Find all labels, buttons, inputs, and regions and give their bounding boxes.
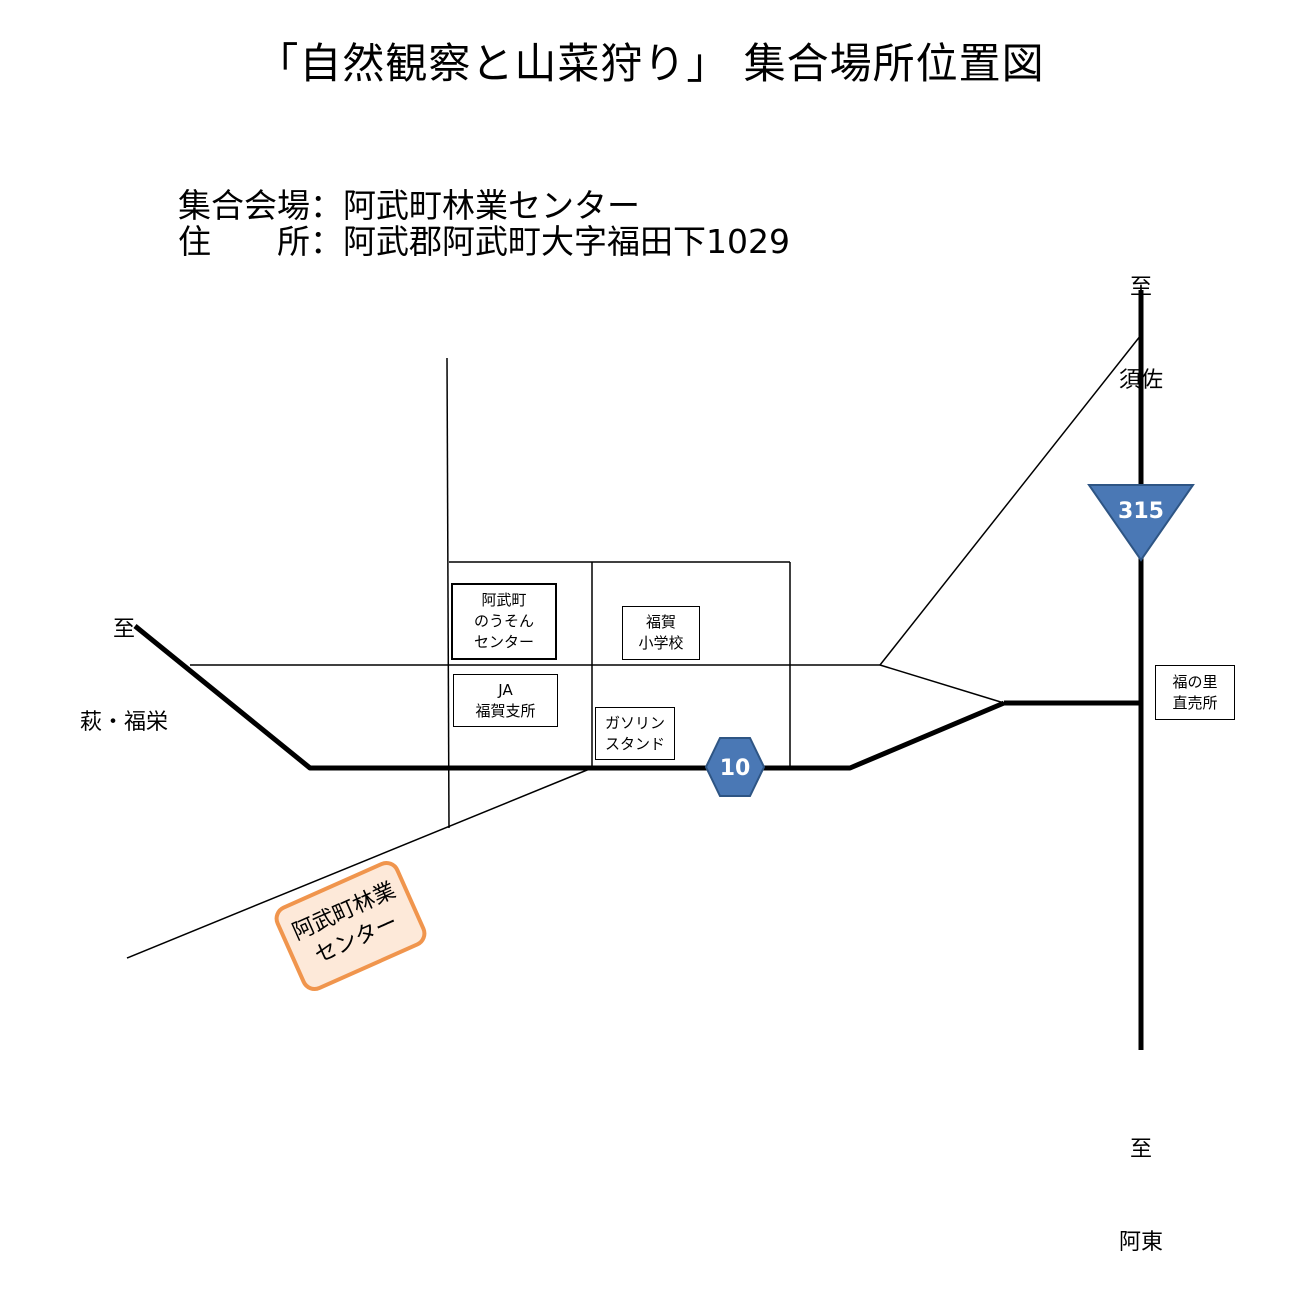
route-315-number: 315 xyxy=(1118,499,1164,524)
landmark-fukuga-school-line1: 福賀 xyxy=(645,613,676,631)
direction-south: 至 阿東 xyxy=(1105,1072,1177,1289)
direction-west-to: 至 xyxy=(112,617,135,642)
landmark-nouson-center-line3: センター xyxy=(473,633,534,651)
road-map: 315 10 xyxy=(126,290,1195,1050)
minor-road-to-junction xyxy=(879,664,1005,704)
address-info: 住 所：阿武郡阿武町大字福田下1029 xyxy=(178,222,790,261)
landmark-fukuga-school-line2: 小学校 xyxy=(638,634,684,652)
venue-info: 集合会場：阿武町林業センター xyxy=(178,186,640,225)
direction-south-place: 阿東 xyxy=(1118,1230,1163,1255)
direction-north-to: 至 xyxy=(1129,275,1152,300)
landmark-ja-branch: JA 福賀支所 xyxy=(453,674,558,727)
direction-west-place: 萩・福栄 xyxy=(79,710,168,735)
landmark-gas-station-line2: スタンド xyxy=(604,734,665,753)
landmark-nouson-center-line1: 阿武町 xyxy=(481,591,527,609)
landmark-gas-station: ガソリン スタンド xyxy=(595,707,675,760)
route-10-road xyxy=(133,624,1005,771)
landmark-ja-branch-line1: JA xyxy=(498,680,513,699)
landmark-gas-station-line1: ガソリン xyxy=(604,713,665,732)
landmark-fukunosato-line2: 直売所 xyxy=(1172,693,1218,712)
route-315-shield: 315 xyxy=(1087,484,1195,562)
minor-road-diagonal-north xyxy=(879,334,1142,666)
landmark-fukuga-school: 福賀 小学校 xyxy=(622,606,700,660)
direction-north: 至 須佐 xyxy=(1105,210,1177,427)
direction-west: 至 萩・福栄 xyxy=(62,552,186,769)
route-10-number: 10 xyxy=(720,756,751,781)
road-to-venue xyxy=(126,767,593,959)
landmark-fukunosato: 福の里 直売所 xyxy=(1155,665,1235,720)
landmark-nouson-center-line2: のうそん xyxy=(473,612,534,630)
map-title: 「自然観察と山菜狩り」 集合場所位置図 xyxy=(256,39,1045,88)
landmark-ja-branch-line2: 福賀支所 xyxy=(475,701,536,720)
minor-road-vertical-west xyxy=(446,357,450,829)
landmark-nouson-center: 阿武町 のうそん センター xyxy=(451,583,557,660)
main-roads xyxy=(133,290,1144,1050)
landmark-fukunosato-line1: 福の里 xyxy=(1172,672,1218,691)
route-10-shield: 10 xyxy=(704,737,766,797)
direction-north-place: 須佐 xyxy=(1118,368,1163,393)
minor-roads xyxy=(126,334,1142,959)
